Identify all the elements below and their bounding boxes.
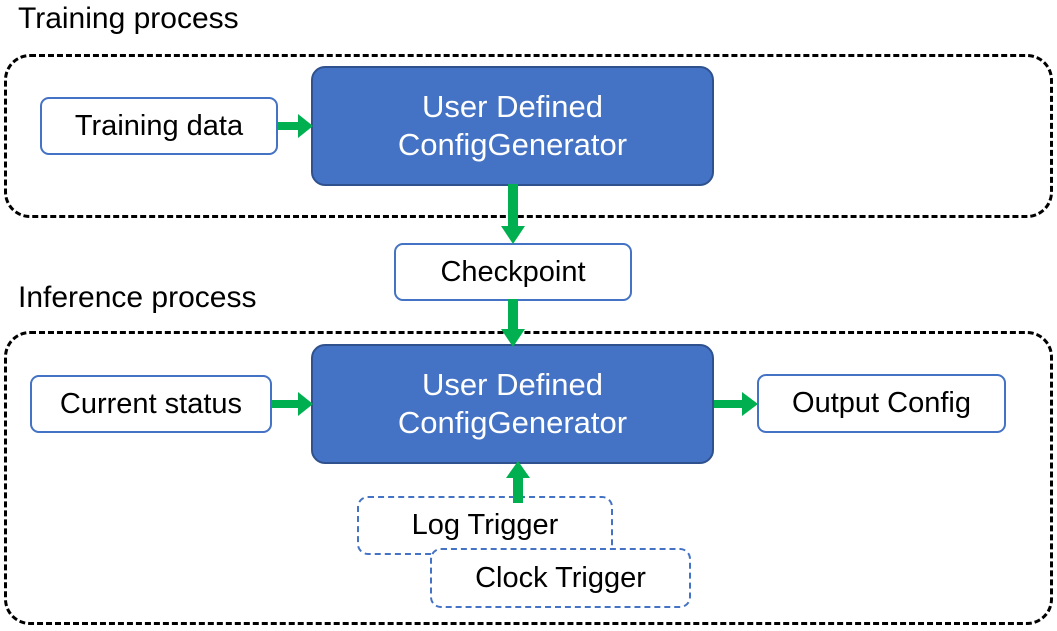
generator-inference-line-2: ConfigGenerator bbox=[397, 405, 628, 440]
node-clock-trigger[interactable]: Clock Trigger bbox=[430, 548, 691, 608]
arrow-generator-to-output-config-icon bbox=[714, 391, 759, 417]
inference-process-label: Inference process bbox=[18, 281, 257, 314]
node-user-defined-config-generator-training[interactable]: User Defined ConfigGenerator bbox=[311, 66, 714, 186]
node-log-trigger[interactable]: Log Trigger bbox=[357, 496, 613, 555]
training-process-container bbox=[4, 54, 1053, 218]
inference-process-container bbox=[4, 331, 1053, 625]
generator-training-line-2: ConfigGenerator bbox=[397, 127, 628, 162]
node-checkpoint[interactable]: Checkpoint bbox=[394, 243, 632, 301]
node-output-config[interactable]: Output Config bbox=[757, 374, 1006, 433]
generator-inference-line-1: User Defined bbox=[422, 367, 603, 402]
training-process-label: Training process bbox=[18, 2, 239, 35]
generator-training-line-1: User Defined bbox=[422, 89, 603, 124]
arrow-triggers-to-generator-icon bbox=[505, 461, 531, 503]
arrow-checkpoint-to-generator-icon bbox=[500, 299, 526, 349]
node-training-data[interactable]: Training data bbox=[40, 97, 278, 155]
node-user-defined-config-generator-inference[interactable]: User Defined ConfigGenerator bbox=[311, 344, 714, 464]
arrow-generator-to-checkpoint-icon bbox=[500, 184, 526, 246]
arrow-training-data-to-generator-icon bbox=[278, 113, 314, 139]
node-current-status[interactable]: Current status bbox=[30, 375, 272, 433]
arrow-current-status-to-generator-icon bbox=[272, 391, 314, 417]
